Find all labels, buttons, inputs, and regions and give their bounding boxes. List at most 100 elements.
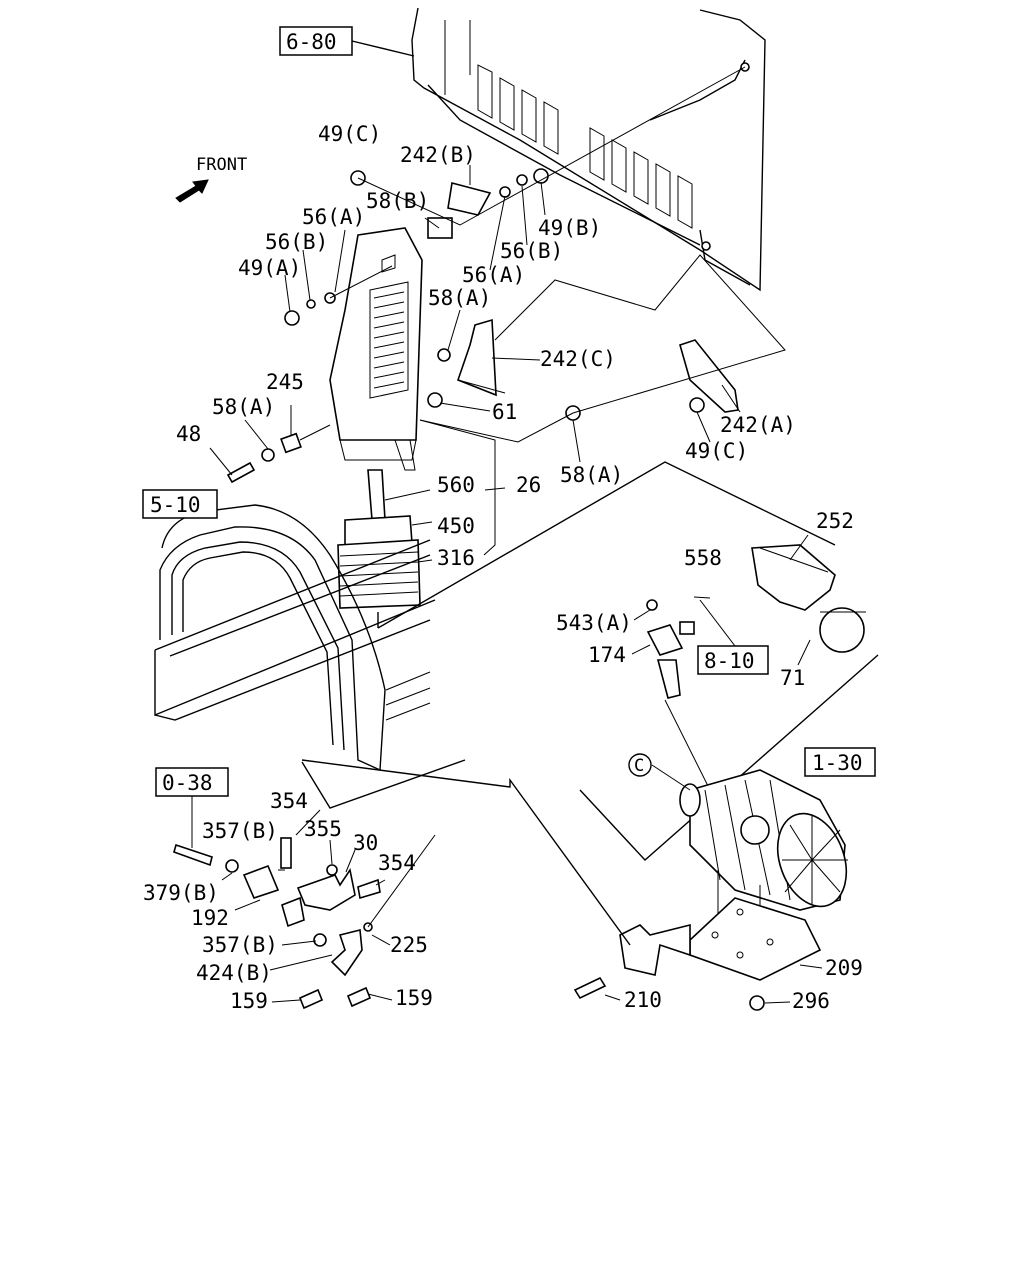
label-30: 30	[353, 831, 378, 855]
nut-296	[749, 995, 765, 1011]
clamp-357b-bottom	[313, 933, 327, 947]
label-296: 296	[792, 989, 830, 1013]
sensor-174	[646, 624, 684, 656]
label-49c-right: 49(C)	[685, 439, 748, 463]
label-242a: 242(A)	[720, 413, 796, 437]
label-49c-top: 49(C)	[318, 122, 381, 146]
label-245: 245	[266, 370, 304, 394]
front-indicator: FRONT	[175, 155, 247, 203]
label-58a-left: 58(A)	[212, 395, 275, 419]
hose-192	[242, 864, 280, 899]
bolt-159-right	[346, 986, 372, 1008]
label-56a-top: 56(A)	[302, 205, 365, 229]
label-56b-top: 56(B)	[265, 230, 328, 254]
label-49a: 49(A)	[238, 256, 301, 280]
bracket-242a	[679, 339, 739, 413]
label-174: 174	[588, 643, 626, 667]
bolt-159-left	[298, 988, 324, 1010]
label-209: 209	[825, 956, 863, 980]
pipe-424b	[330, 928, 363, 977]
sensor-group	[646, 596, 711, 699]
nuts-washers	[226, 168, 705, 484]
bracket-242b	[447, 182, 492, 216]
label-242b: 242(B)	[400, 143, 476, 167]
cab-vent-slots	[477, 64, 693, 229]
ref-box-0-38[interactable]: 0-38	[155, 767, 229, 797]
label-560: 560	[437, 473, 475, 497]
duct-grille	[369, 281, 409, 399]
lower-hardware	[173, 837, 381, 1010]
label-192: 192	[191, 906, 229, 930]
svg-text:5-10: 5-10	[150, 493, 201, 517]
label-424b: 424(B)	[196, 961, 272, 985]
label-159-left: 159	[230, 989, 268, 1013]
label-71: 71	[780, 666, 805, 690]
washer-56b-b	[516, 174, 528, 186]
label-357b-bottom: 357(B)	[202, 933, 278, 957]
svg-text:8-10: 8-10	[704, 649, 755, 673]
label-159-right: 159	[395, 986, 433, 1010]
ref-box-6-80[interactable]: 6-80	[279, 26, 353, 56]
clamp-71	[819, 607, 865, 653]
pin-0-38	[173, 843, 213, 867]
washer-355	[326, 864, 338, 876]
label-61: 61	[492, 400, 517, 424]
label-225: 225	[390, 933, 428, 957]
label-56a-right: 56(A)	[462, 263, 525, 287]
label-242c: 242(C)	[540, 347, 616, 371]
label-543a: 543(A)	[556, 611, 632, 635]
cab-bolt-lower	[701, 241, 711, 251]
label-252: 252	[816, 509, 854, 533]
connector-558	[679, 621, 695, 635]
shifter-assembly	[337, 469, 421, 609]
collar-245	[280, 432, 302, 454]
bolt-354-top	[280, 837, 292, 869]
label-316: 316	[437, 546, 475, 570]
washer-56b-a	[499, 186, 511, 198]
nut-49a	[284, 310, 300, 326]
leader-lines-lower	[191, 534, 823, 1004]
label-357b-top: 357(B)	[202, 819, 278, 843]
label-48: 48	[176, 422, 201, 446]
intake-hood-252	[751, 544, 866, 653]
label-379b: 379(B)	[143, 881, 219, 905]
washer-58a-left	[261, 448, 275, 462]
svg-text:0-38: 0-38	[162, 771, 213, 795]
label-26: 26	[516, 473, 541, 497]
bolt-48	[226, 461, 256, 484]
svg-text:6-80: 6-80	[286, 30, 337, 54]
intake-duct	[329, 227, 423, 471]
leader-lines-upper	[209, 66, 786, 563]
label-58b: 58(B)	[366, 189, 429, 213]
washer-58a-upper	[437, 348, 451, 362]
mount-bracket-209	[573, 897, 822, 1011]
label-354-top: 354	[270, 789, 308, 813]
screw-543a	[646, 599, 658, 611]
part-labels: 49(C) 242(B) 58(B) 56(A) 56(B) 49(A) 49(…	[143, 122, 863, 1013]
bolt-210	[573, 976, 607, 1000]
label-354-right: 354	[378, 851, 416, 875]
bracket-242c	[456, 318, 497, 397]
circle-c-marker: C	[628, 753, 652, 777]
frame-rail	[154, 504, 436, 772]
ref-box-8-10[interactable]: 8-10	[697, 645, 769, 675]
label-558: 558	[684, 546, 722, 570]
bolt-61	[427, 392, 443, 408]
clamp-357b-top	[225, 859, 239, 873]
ref-box-1-30[interactable]: 1-30	[804, 747, 876, 777]
isolator-58b	[427, 217, 453, 239]
ref-box-5-10[interactable]: 5-10	[142, 489, 218, 519]
label-210: 210	[624, 988, 662, 1012]
svg-text:FRONT: FRONT	[196, 155, 247, 175]
label-355: 355	[304, 817, 342, 841]
nut-49b	[533, 168, 549, 184]
label-450: 450	[437, 514, 475, 538]
svg-text:1-30: 1-30	[812, 751, 863, 775]
front-arrow-icon	[175, 179, 209, 203]
bracket-30	[296, 867, 356, 911]
bolt-354-right	[357, 878, 381, 900]
label-58a-upper: 58(A)	[428, 286, 491, 310]
nut-49c-right	[689, 397, 705, 413]
air-cleaner	[679, 769, 848, 950]
